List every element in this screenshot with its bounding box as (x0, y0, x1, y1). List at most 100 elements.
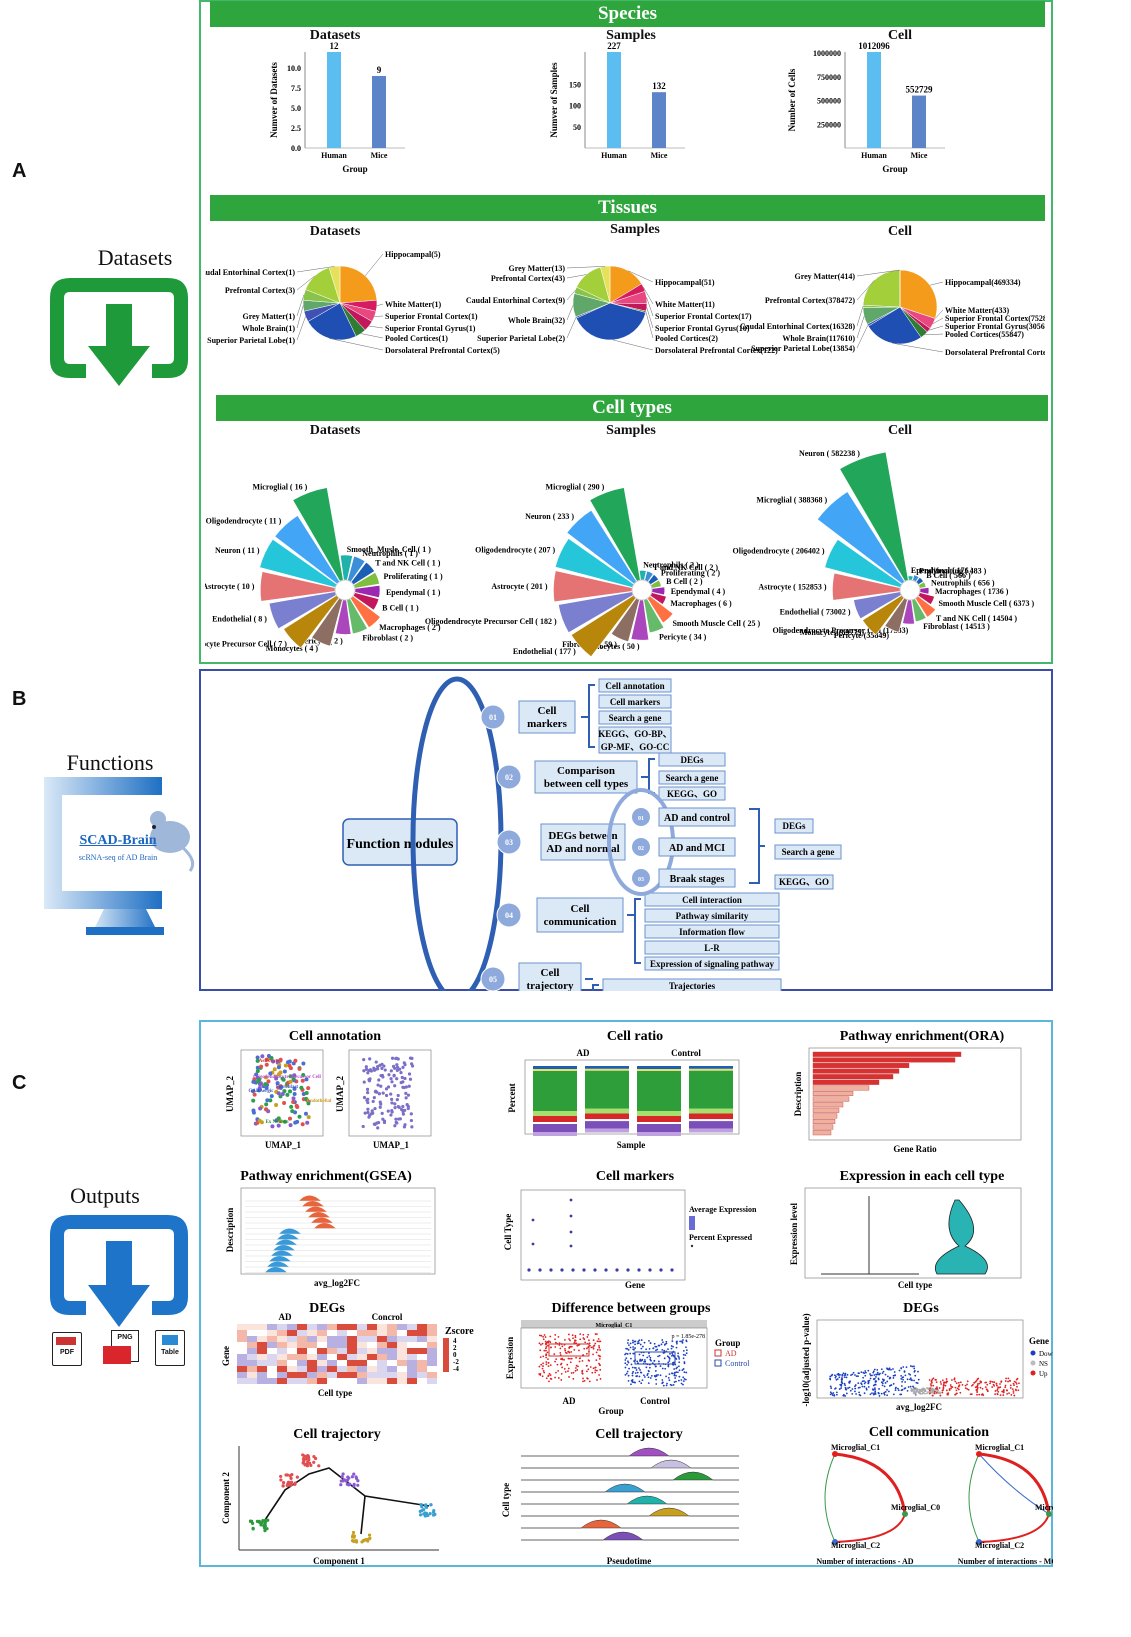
volcano-point-down (871, 1374, 873, 1377)
outputs-side-label: Outputs (70, 1183, 140, 1208)
volcano-point-ns (911, 1389, 913, 1392)
heat-cell (257, 1336, 267, 1342)
bar-mice (372, 76, 386, 148)
heat-cell (397, 1330, 407, 1336)
traj1-point (426, 1513, 430, 1517)
volcano-point-up (974, 1380, 977, 1383)
celltypes_datasets-group: Microglial ( 16 )Smooth_Musle_Cell ( 1 )… (205, 483, 443, 653)
diff-point-ad (571, 1334, 574, 1337)
heat-cell (317, 1372, 327, 1378)
module-04-box (536, 897, 624, 933)
volcano-point-up (1009, 1384, 1012, 1387)
heat-cell (307, 1372, 317, 1378)
umap-point (377, 1078, 381, 1082)
rose-wedge (339, 554, 353, 591)
heat-cell (337, 1342, 347, 1348)
traj1-branch (360, 1495, 366, 1535)
markers-legend-gradient (689, 1216, 695, 1230)
diff-point-ad (549, 1346, 552, 1349)
diff-point-control (647, 1369, 650, 1372)
diff-point-control (659, 1374, 662, 1377)
heat-cell (297, 1348, 307, 1354)
diff-point-control (657, 1360, 660, 1363)
diff-point-ad (578, 1360, 581, 1363)
diff-point-ad (586, 1377, 589, 1380)
heat-cell (347, 1360, 357, 1366)
heat-cell (307, 1348, 317, 1354)
module-item-text: KEGG、GO (667, 789, 717, 799)
diff-point-control (647, 1372, 649, 1375)
marker-dot (531, 1218, 535, 1222)
panel-letter-b: B (12, 688, 27, 710)
heat-cell (357, 1372, 367, 1378)
umap-point (389, 1077, 393, 1081)
ora-bar (812, 1130, 832, 1136)
rose-wedge (311, 589, 346, 647)
volcano-point-down (840, 1380, 843, 1383)
volcano-point-down (901, 1380, 903, 1383)
heat-cell (287, 1360, 297, 1366)
umap-point (373, 1106, 377, 1111)
diff-point-control (628, 1367, 630, 1370)
diff-point-control (668, 1373, 671, 1376)
diff-point-ad (547, 1340, 550, 1343)
volcano-point-up (993, 1381, 996, 1384)
comm-edge (968, 1453, 980, 1543)
comm-caption-right: Number of interactions - MCI (958, 1557, 1053, 1566)
traj1-point (304, 1457, 308, 1461)
diff-point-control (627, 1339, 630, 1342)
diff-point-control (676, 1371, 679, 1374)
module-item-text: Search a gene (666, 773, 719, 783)
pie-leader-line (364, 253, 384, 277)
umap-point (410, 1062, 414, 1066)
traj1-point (341, 1472, 345, 1476)
pie-label: White Matter(11) (655, 300, 715, 309)
module-02-box-text: between cell types (544, 778, 629, 790)
heat-title: DEGs (309, 1301, 345, 1316)
tissues-samples-title: Samples (610, 222, 660, 237)
diff-point-ad (555, 1371, 557, 1374)
marker-dot (670, 1268, 674, 1272)
diff-point-ad (543, 1349, 546, 1352)
volcano-point-up (1016, 1385, 1018, 1388)
umap-xlabel-2: UMAP_1 (373, 1140, 409, 1150)
diff-point-control (671, 1352, 674, 1355)
volcano-point-down (907, 1386, 910, 1388)
gsea-ridge (265, 1267, 287, 1273)
volcano-point-down (851, 1393, 854, 1395)
pie-label: Pooled Cortices(1) (385, 334, 448, 343)
volcano-point-down (897, 1389, 900, 1392)
diff-point-control (686, 1349, 688, 1352)
gsea-ridge (314, 1223, 336, 1229)
diff-point-ad (599, 1349, 601, 1351)
volcano-point-up (945, 1378, 948, 1380)
volcano-point-up (956, 1387, 959, 1390)
heat-cell (417, 1372, 427, 1378)
volcano-point-ns (937, 1392, 940, 1395)
diff-point-ad (587, 1359, 590, 1362)
pie-slice (867, 306, 922, 345)
volcano-point-down (861, 1385, 864, 1388)
volcano-point-up (966, 1380, 969, 1383)
download-icon (40, 268, 198, 390)
diff-point-ad (560, 1362, 563, 1365)
heat-cell (357, 1354, 367, 1360)
diff-point-ad (586, 1336, 589, 1338)
volcano-point-up (1010, 1393, 1013, 1396)
diff-point-control (662, 1352, 665, 1354)
module-item-text: Pathway similarity (676, 911, 749, 921)
rose-wedge (553, 570, 643, 603)
volcano-point-down (867, 1369, 870, 1372)
volcano-point-down (878, 1392, 880, 1395)
umap-point (282, 1089, 287, 1094)
volcano-point-up (978, 1382, 981, 1385)
rose-label: Pericyte (35849) (834, 631, 890, 640)
heat-cell (317, 1366, 327, 1372)
sub-number: 01 (638, 816, 644, 822)
heat-cell (367, 1366, 377, 1372)
heat-cell (237, 1324, 247, 1330)
diff-point-ad (564, 1348, 566, 1350)
volcano-point-down (829, 1378, 832, 1381)
heat-cell (417, 1348, 427, 1354)
